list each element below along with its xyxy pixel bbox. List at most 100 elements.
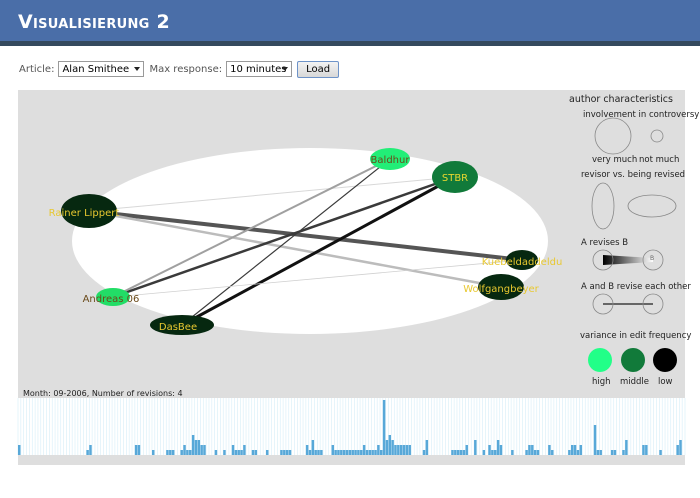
graph-node[interactable]: Kuebeldaddeldu bbox=[482, 250, 563, 270]
histogram-bar[interactable] bbox=[454, 450, 457, 455]
histogram-bar[interactable] bbox=[357, 450, 360, 455]
histogram-bar[interactable] bbox=[337, 450, 340, 455]
histogram-bar[interactable] bbox=[214, 450, 218, 455]
histogram-bar[interactable] bbox=[642, 445, 645, 455]
histogram-bar[interactable] bbox=[371, 450, 374, 455]
histogram-bar[interactable] bbox=[625, 440, 628, 455]
histogram-bar[interactable] bbox=[491, 450, 494, 455]
histogram-bar[interactable] bbox=[251, 450, 255, 455]
histogram-bar[interactable] bbox=[599, 450, 602, 455]
histogram-bar[interactable] bbox=[548, 445, 551, 455]
histogram-bar[interactable] bbox=[576, 450, 580, 455]
histogram-bar[interactable] bbox=[531, 445, 534, 455]
histogram-bar[interactable] bbox=[374, 450, 377, 455]
histogram-bar[interactable] bbox=[380, 450, 383, 455]
histogram-bar[interactable] bbox=[613, 450, 617, 455]
histogram-bar[interactable] bbox=[622, 450, 625, 455]
histogram-bar[interactable] bbox=[308, 450, 312, 455]
histogram-bar[interactable] bbox=[171, 450, 175, 455]
histogram-bar[interactable] bbox=[425, 440, 429, 455]
histogram-bar[interactable] bbox=[340, 450, 343, 455]
graph-node[interactable]: Baldhur bbox=[370, 148, 410, 170]
histogram-bar[interactable] bbox=[610, 450, 614, 455]
histogram-bar[interactable] bbox=[191, 435, 195, 455]
histogram-bar[interactable] bbox=[399, 445, 403, 455]
histogram-bar[interactable] bbox=[391, 440, 394, 455]
histogram-bar[interactable] bbox=[679, 440, 682, 455]
histogram-bar[interactable] bbox=[659, 450, 662, 455]
histogram-bar[interactable] bbox=[254, 450, 258, 455]
histogram-bar[interactable] bbox=[151, 450, 155, 455]
histogram-bar[interactable] bbox=[645, 445, 648, 455]
histogram-bar[interactable] bbox=[334, 450, 337, 455]
histogram-bar[interactable] bbox=[402, 445, 406, 455]
graph-node-circle[interactable] bbox=[478, 274, 524, 300]
histogram-bar[interactable] bbox=[405, 445, 409, 455]
histogram-bar[interactable] bbox=[394, 445, 397, 455]
histogram-bar[interactable] bbox=[365, 450, 369, 455]
histogram-bar[interactable] bbox=[166, 450, 169, 455]
histogram-bar[interactable] bbox=[368, 450, 372, 455]
histogram-bar[interactable] bbox=[186, 450, 189, 455]
histogram-bar[interactable] bbox=[345, 450, 349, 455]
histogram-bar[interactable] bbox=[200, 445, 203, 455]
histogram-bar[interactable] bbox=[18, 445, 21, 455]
graph-node-circle[interactable] bbox=[96, 288, 130, 306]
histogram-bar[interactable] bbox=[243, 445, 246, 455]
histogram-bar[interactable] bbox=[462, 450, 466, 455]
histogram-bar[interactable] bbox=[342, 450, 346, 455]
histogram-bar[interactable] bbox=[194, 440, 198, 455]
histogram-bar[interactable] bbox=[183, 445, 186, 455]
histogram-bar[interactable] bbox=[320, 450, 323, 455]
histogram-bar[interactable] bbox=[354, 450, 357, 455]
histogram-bar[interactable] bbox=[536, 450, 540, 455]
histogram-bar[interactable] bbox=[533, 450, 537, 455]
graph-node[interactable]: DasBee bbox=[150, 315, 214, 335]
histogram-bar[interactable] bbox=[169, 450, 172, 455]
histogram-bar[interactable] bbox=[137, 445, 141, 455]
graph-node-circle[interactable] bbox=[370, 148, 410, 170]
histogram-bar[interactable] bbox=[317, 450, 320, 455]
histogram-bar[interactable] bbox=[382, 400, 386, 455]
histogram-bar[interactable] bbox=[283, 450, 286, 455]
histogram-bar[interactable] bbox=[180, 450, 183, 455]
histogram-bar[interactable] bbox=[408, 445, 411, 455]
histogram-bar[interactable] bbox=[568, 450, 571, 455]
histogram-bar[interactable] bbox=[474, 440, 477, 455]
histogram-bar[interactable] bbox=[528, 445, 531, 455]
histogram-bar[interactable] bbox=[488, 445, 491, 455]
graph-node-circle[interactable] bbox=[61, 194, 117, 228]
histogram-bar[interactable] bbox=[305, 445, 309, 455]
histogram-bar[interactable] bbox=[397, 445, 400, 455]
histogram-bar[interactable] bbox=[311, 440, 315, 455]
histogram-bar[interactable] bbox=[459, 450, 463, 455]
histogram-bar[interactable] bbox=[314, 450, 317, 455]
max-response-select[interactable]: 10 minutes bbox=[226, 61, 293, 77]
histogram-bar[interactable] bbox=[377, 445, 380, 455]
histogram-bar[interactable] bbox=[494, 450, 497, 455]
histogram-bar[interactable] bbox=[482, 450, 486, 455]
graph-node-circle[interactable] bbox=[506, 250, 538, 270]
histogram-bar[interactable] bbox=[331, 445, 334, 455]
histogram-bar[interactable] bbox=[86, 450, 89, 455]
histogram-bar[interactable] bbox=[280, 450, 283, 455]
graph-node[interactable]: Rainer Lippert bbox=[49, 194, 120, 228]
histogram-bar[interactable] bbox=[237, 450, 240, 455]
histogram-bar[interactable] bbox=[265, 450, 269, 455]
histogram-bar[interactable] bbox=[288, 450, 292, 455]
histogram-bar[interactable] bbox=[234, 450, 238, 455]
histogram-bar[interactable] bbox=[348, 450, 352, 455]
histogram-bar[interactable] bbox=[593, 425, 597, 455]
histogram-bar[interactable] bbox=[525, 450, 528, 455]
histogram-bar[interactable] bbox=[676, 445, 679, 455]
histogram-bar[interactable] bbox=[240, 450, 243, 455]
histogram-bar[interactable] bbox=[285, 450, 289, 455]
histogram-bar[interactable] bbox=[351, 450, 354, 455]
load-button[interactable]: Load bbox=[297, 60, 340, 78]
graph-node-circle[interactable] bbox=[150, 315, 214, 335]
histogram-bar[interactable] bbox=[570, 445, 574, 455]
histogram-bar[interactable] bbox=[573, 445, 577, 455]
histogram-bar[interactable] bbox=[551, 450, 554, 455]
histogram-bar[interactable] bbox=[134, 445, 138, 455]
histogram-bar[interactable] bbox=[231, 445, 235, 455]
